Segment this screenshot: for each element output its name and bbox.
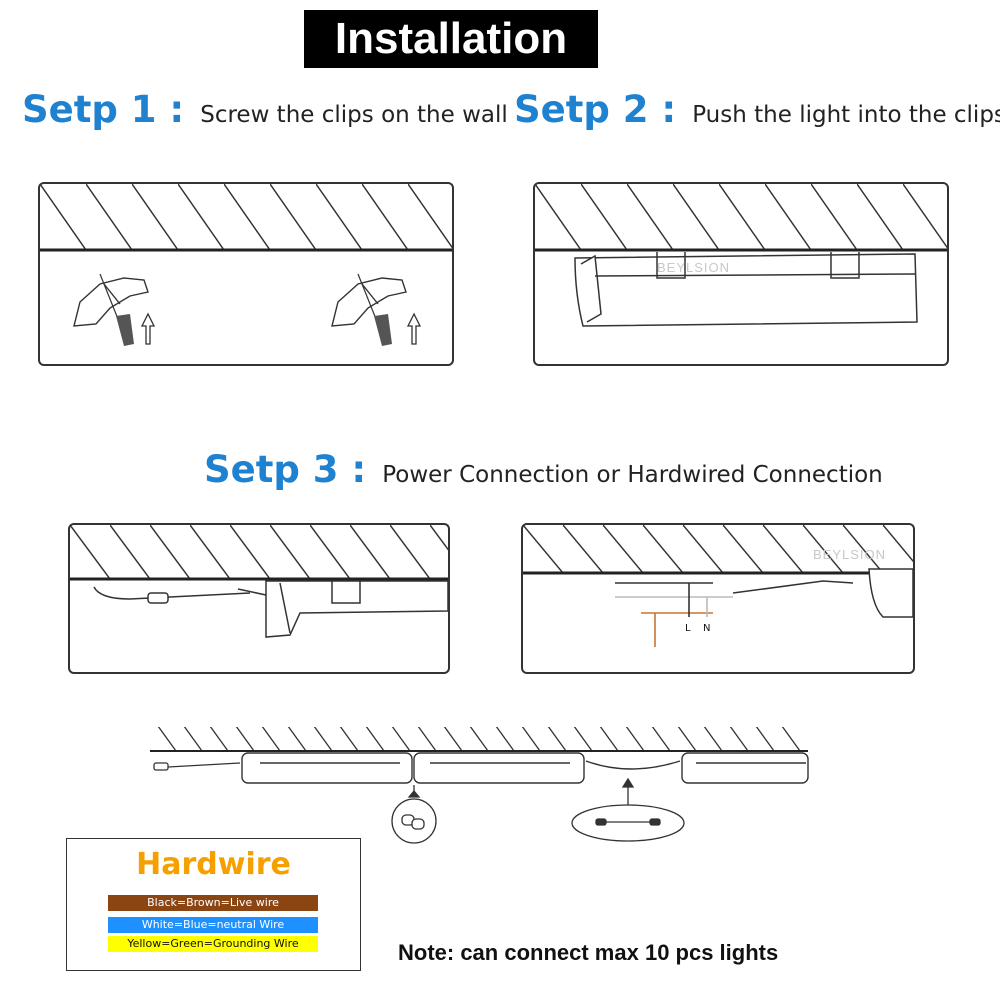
page-title: Installation	[304, 10, 598, 68]
step-2-heading: Setp 2 : Push the light into the clips	[514, 88, 1000, 131]
live-label: L	[685, 623, 691, 634]
connector-cable-icon	[585, 760, 681, 770]
arrow-up-left-icon	[140, 312, 156, 345]
light-end-icon	[868, 568, 913, 618]
power-cord-icon	[93, 586, 267, 604]
step-1-label: Setp 1 :	[22, 88, 185, 131]
step-3-hardwired-illustration: L N BEYLSION	[521, 523, 915, 674]
step-1-text: Screw the clips on the wall	[200, 102, 508, 128]
wire-row-ground: Yellow=Green=Grounding Wire	[108, 936, 318, 952]
cable-detail-icon	[571, 777, 685, 842]
step-2-text: Push the light into the clips	[692, 102, 1000, 128]
clip-icon	[331, 581, 361, 604]
light-fixture-icon	[265, 580, 448, 638]
screw-right-icon	[357, 273, 392, 346]
step-3-text: Power Connection or Hardwired Connection	[382, 462, 883, 488]
step-1-heading: Setp 1 : Screw the clips on the wall	[22, 88, 508, 131]
arrow-up-right-icon	[406, 312, 422, 345]
hardwire-legend: Hardwire Black=Brown=Live wire White=Blu…	[66, 838, 361, 971]
wiring-diagram-icon	[615, 580, 854, 647]
step-3-label: Setp 3 :	[204, 448, 367, 491]
step-3-heading: Setp 3 : Power Connection or Hardwired C…	[204, 448, 883, 491]
step-2-label: Setp 2 :	[514, 88, 677, 131]
step-3-plug-illustration	[68, 523, 450, 674]
light-bar-1-icon	[241, 752, 413, 784]
neutral-label: N	[703, 623, 710, 634]
power-plug-icon	[153, 762, 241, 771]
wire-row-neutral: White=Blue=neutral Wire	[108, 917, 318, 933]
step-2-illustration: BEYLSION	[533, 182, 949, 366]
brand-watermark: BEYLSION	[657, 260, 730, 275]
step-1-illustration	[38, 182, 454, 366]
linked-lights-diagram	[150, 715, 810, 859]
light-bar-2-icon	[413, 752, 585, 784]
joiner-detail-icon	[391, 785, 437, 844]
hardwire-title: Hardwire	[136, 847, 291, 882]
max-lights-note: Note: can connect max 10 pcs lights	[398, 940, 779, 965]
light-bar-3-icon	[681, 752, 809, 784]
brand-watermark-2: BEYLSION	[813, 547, 886, 562]
light-fixture-icon	[574, 253, 918, 327]
clip-icon	[656, 252, 860, 279]
screw-left-icon	[99, 273, 134, 346]
wire-row-live: Black=Brown=Live wire	[108, 895, 318, 911]
